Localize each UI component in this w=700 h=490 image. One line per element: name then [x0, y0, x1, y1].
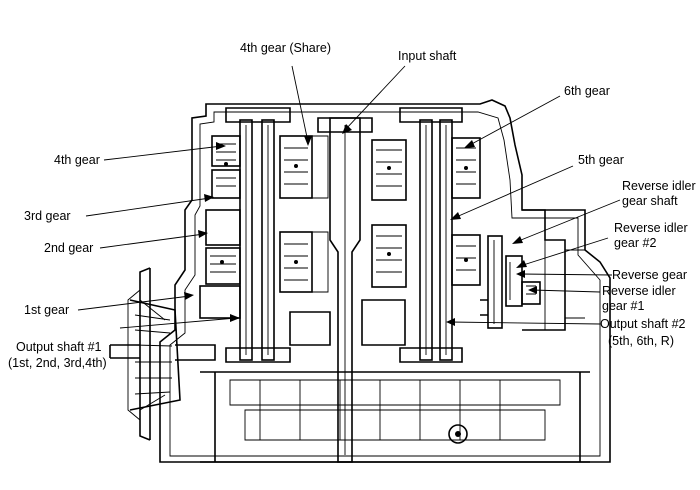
- label-output-shaft-2-line1: Output shaft #2: [600, 317, 686, 331]
- label-6th-gear: 6th gear: [564, 84, 610, 98]
- label-3rd-gear: 3rd gear: [24, 209, 71, 223]
- label-5th-gear: 5th gear: [578, 153, 624, 167]
- label-2nd-gear: 2nd gear: [44, 241, 93, 255]
- label-reverse-gear: Reverse gear: [612, 268, 687, 282]
- right-gear-stack: [361, 137, 481, 346]
- input-shaft-part: [317, 117, 373, 463]
- label-1st-gear: 1st gear: [24, 303, 69, 317]
- label-reverse-idler-gear-2-line1: Reverse idler: [614, 221, 688, 235]
- labels: 4th gear (Share) Input shaft 6th gear 4t…: [8, 41, 696, 370]
- label-output-shaft-1-line2: (1st, 2nd, 3rd,4th): [8, 356, 107, 370]
- label-output-shaft-1-line1: Output shaft #1: [16, 340, 102, 354]
- label-output-shaft-2-line2: (5th, 6th, R): [608, 334, 674, 348]
- label-reverse-idler-gear-shaft-line1: Reverse idler: [622, 179, 696, 193]
- label-4th-gear-share: 4th gear (Share): [240, 41, 331, 55]
- label-reverse-idler-gear-shaft-line2: gear shaft: [622, 194, 678, 208]
- label-reverse-idler-gear-2-line2: gear #2: [614, 236, 656, 250]
- leader-lines: [77, 65, 621, 329]
- label-input-shaft: Input shaft: [398, 49, 457, 63]
- output-shaft-1-part: [225, 107, 291, 363]
- label-4th-gear: 4th gear: [54, 153, 100, 167]
- transmission-housing: [109, 99, 611, 463]
- left-gear-stack: [199, 135, 331, 346]
- reverse-idler-assembly: [480, 235, 541, 329]
- final-drive-gear: [129, 299, 216, 411]
- label-reverse-idler-gear-1-line1: Reverse idler: [602, 284, 676, 298]
- label-reverse-idler-gear-1-line2: gear #1: [602, 299, 644, 313]
